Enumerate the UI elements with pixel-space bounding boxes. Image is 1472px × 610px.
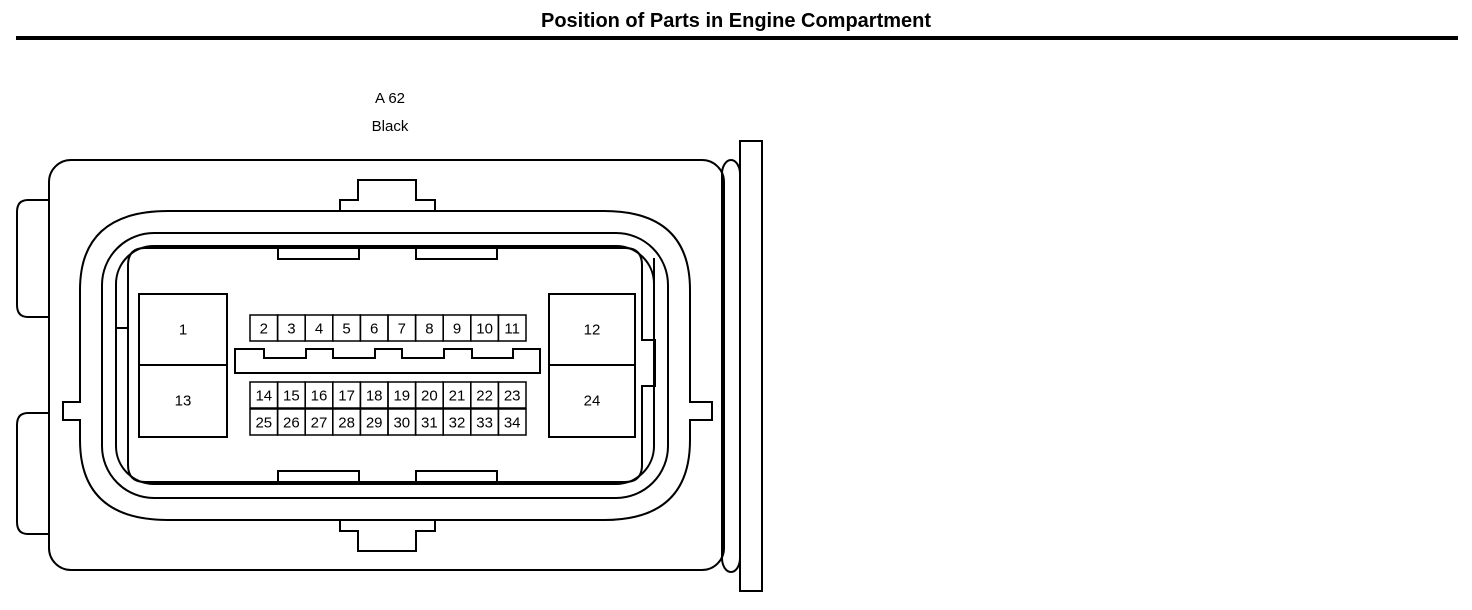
- pin-label: 23: [504, 388, 521, 405]
- separator-bar: [234, 348, 541, 374]
- pin-label: 26: [283, 415, 300, 432]
- key-rail-top-right: [415, 247, 498, 260]
- connector-color: Black: [371, 118, 409, 135]
- pin-label: 27: [311, 415, 328, 432]
- pin-label: 7: [398, 321, 406, 338]
- right-flange-outer: [739, 140, 763, 592]
- pin-cell: [497, 381, 527, 409]
- connector-housing: [48, 159, 725, 571]
- pin-label: 16: [311, 388, 328, 405]
- key-rail-top-left: [277, 247, 360, 260]
- left-clip-top: [16, 199, 49, 318]
- pin-label: 11: [504, 321, 520, 338]
- pin-label: 34: [504, 415, 521, 432]
- pin-label: 6: [370, 321, 378, 338]
- pin-label: 20: [421, 388, 438, 405]
- pin-label: 21: [449, 388, 466, 405]
- pin-cell: [497, 408, 527, 436]
- pin-label: 3: [287, 321, 295, 338]
- pin-label: 1: [179, 322, 187, 339]
- pin-label: 29: [366, 415, 383, 432]
- pin-label: 13: [175, 393, 192, 410]
- pin-label: 14: [255, 388, 272, 405]
- pin-label: 32: [449, 415, 466, 432]
- pin-label: 19: [393, 388, 410, 405]
- small-pin-grid: [249, 314, 527, 436]
- title-rule: [16, 36, 1458, 40]
- bottom-latch: [339, 520, 436, 552]
- pin-cell: [497, 314, 527, 342]
- pin-label: 8: [425, 321, 433, 338]
- pin-label: 33: [476, 415, 493, 432]
- pin-label: 10: [476, 321, 493, 338]
- key-rail-bottom-left: [277, 470, 360, 483]
- seal-ring-outer: [62, 210, 713, 521]
- key-rail-bottom-right: [415, 470, 498, 483]
- pin-label: 30: [393, 415, 410, 432]
- pin-label: 15: [283, 388, 300, 405]
- left-clip-bottom: [16, 412, 49, 535]
- pin-label: 28: [338, 415, 355, 432]
- pin-label: 12: [584, 322, 601, 339]
- pin-label: 25: [255, 415, 272, 432]
- pin-label: 2: [260, 321, 268, 338]
- pin-label: 31: [421, 415, 438, 432]
- pin-label: 22: [476, 388, 493, 405]
- pin-label: 9: [453, 321, 461, 338]
- right-flange-inner: [721, 159, 741, 573]
- pin-label: 4: [315, 321, 323, 338]
- seal-ring-middle: [101, 232, 669, 499]
- pin-label: 18: [366, 388, 383, 405]
- connector-id: A 62: [374, 90, 406, 107]
- page-title: Position of Parts in Engine Compartment: [540, 10, 932, 32]
- pin-cavity: [116, 247, 656, 483]
- pin-label: 17: [338, 388, 355, 405]
- pin-label: 5: [342, 321, 350, 338]
- top-latch: [339, 179, 436, 211]
- pin-label: 24: [584, 393, 601, 410]
